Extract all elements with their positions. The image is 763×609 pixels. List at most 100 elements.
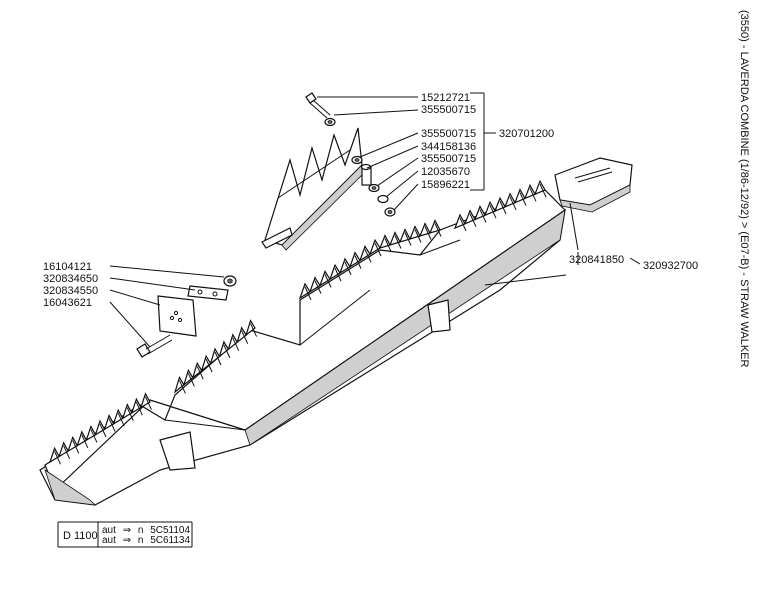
tooth-slot xyxy=(529,188,537,202)
tooth-slot xyxy=(145,396,152,410)
walker-teeth xyxy=(48,179,547,465)
part-number-label: 355500715 xyxy=(421,153,476,165)
part-number-label: 320834650 xyxy=(43,273,98,285)
arrow-icon: ⇒ xyxy=(123,535,131,546)
tooth-slot xyxy=(223,344,231,359)
tooth-slot xyxy=(469,213,477,227)
leader-lines xyxy=(109,92,641,348)
comb-plate xyxy=(261,127,366,251)
tooth-slot xyxy=(54,451,61,465)
tooth-slot xyxy=(434,223,442,237)
walker-tooth xyxy=(173,375,185,394)
shield-part xyxy=(554,157,633,213)
part-number-label: 320834550 xyxy=(43,285,98,297)
walker-tooth xyxy=(453,213,466,230)
walker-tooth xyxy=(318,270,331,287)
tooth-slot xyxy=(135,401,143,416)
tooth-slot xyxy=(459,217,467,232)
walker-tooth xyxy=(338,257,351,275)
walker-tooth xyxy=(58,441,69,458)
part-number-label: 344158136 xyxy=(421,141,476,153)
ref-prefix: aut xyxy=(102,525,116,536)
tooth-slot xyxy=(304,286,312,301)
tooth-slot xyxy=(81,434,89,449)
part-number-label: 320841850 xyxy=(569,254,624,266)
part-number-label: 355500715 xyxy=(421,104,476,116)
serial-number: 5C61134 xyxy=(150,535,190,546)
ref-n: n xyxy=(138,535,144,546)
top-hardware xyxy=(305,92,396,217)
straw-walker-body xyxy=(39,189,566,506)
tooth-slot xyxy=(214,351,222,366)
group-number-label: 320932700 xyxy=(643,260,698,272)
tooth-slot xyxy=(196,366,204,380)
tooth-slot xyxy=(178,380,186,394)
serial-number: 5C51104 xyxy=(150,525,190,536)
tooth-slot xyxy=(99,423,107,438)
part-number-label: 15212721 xyxy=(421,92,470,104)
walker-tooth xyxy=(358,245,371,262)
walker-tooth xyxy=(368,238,381,256)
tooth-slot xyxy=(63,445,71,460)
tooth-slot xyxy=(108,418,116,432)
tooth-slot xyxy=(404,232,412,246)
tooth-slot xyxy=(414,229,422,243)
walker-tooth xyxy=(298,282,311,300)
tooth-slot xyxy=(324,274,332,288)
tooth-slot xyxy=(250,323,258,337)
svg-text:aut ⇒ n 5C61: aut ⇒ n 5C61134 xyxy=(102,535,190,546)
tooth-slot xyxy=(499,200,507,215)
walker-tooth xyxy=(112,408,124,426)
tooth-slot xyxy=(364,249,372,263)
walker-tooth xyxy=(130,397,142,415)
walker-tooth xyxy=(328,263,341,281)
walker-tooth xyxy=(94,419,106,437)
walker-tooth xyxy=(473,205,486,221)
left-hardware xyxy=(136,275,237,358)
walker-tooth xyxy=(483,200,496,217)
arrow-icon: ⇒ xyxy=(123,525,131,536)
walker-tooth xyxy=(85,424,97,442)
model-label: D 1100 xyxy=(63,530,98,542)
tooth-slot xyxy=(117,412,125,427)
tooth-slot xyxy=(187,373,195,387)
walker-tooth xyxy=(103,414,115,431)
tooth-slot xyxy=(489,205,497,219)
walker-tooth xyxy=(182,368,194,387)
tooth-slot xyxy=(424,226,432,240)
tooth-slot xyxy=(126,407,134,421)
walker-tooth xyxy=(348,251,361,269)
tooth-slot xyxy=(241,330,249,344)
group-number-label: 320701200 xyxy=(499,128,554,140)
walker-tooth xyxy=(533,179,546,196)
walker-tooth xyxy=(493,196,506,213)
walker-tooth xyxy=(463,209,476,225)
part-number-label: 15896221 xyxy=(421,179,470,191)
walker-tooth xyxy=(48,446,60,464)
tooth-slot xyxy=(90,429,98,443)
tooth-slot xyxy=(479,209,487,223)
part-number-label: 12035670 xyxy=(421,166,470,178)
part-number-label: 355500715 xyxy=(421,128,476,140)
tooth-slot xyxy=(519,192,527,206)
walker-tooth xyxy=(218,340,230,359)
tooth-slot xyxy=(334,267,342,282)
walker-tooth xyxy=(200,354,212,373)
tooth-slot xyxy=(394,235,402,249)
tooth-slot xyxy=(72,440,80,454)
svg-text:aut ⇒ n 5C51: aut ⇒ n 5C51104 xyxy=(102,525,190,536)
tooth-slot xyxy=(509,196,517,210)
walker-tooth xyxy=(513,188,526,204)
walker-tooth xyxy=(121,403,133,420)
walker-tooth xyxy=(523,183,536,200)
ref-n: n xyxy=(138,525,144,536)
tooth-slot xyxy=(232,337,240,351)
walker-tooth xyxy=(503,192,516,208)
part-labels-top: 15212721 355500715 355500715 344158136 3… xyxy=(421,92,554,191)
ref-prefix: aut xyxy=(102,535,116,546)
walker-tooth xyxy=(236,326,247,344)
part-labels-left: 16104121 320834650 320834550 16043621 xyxy=(43,261,98,309)
part-labels-right: 320841850 320932700 xyxy=(569,254,698,272)
tooth-slot xyxy=(354,255,362,269)
walker-tooth xyxy=(191,361,203,380)
